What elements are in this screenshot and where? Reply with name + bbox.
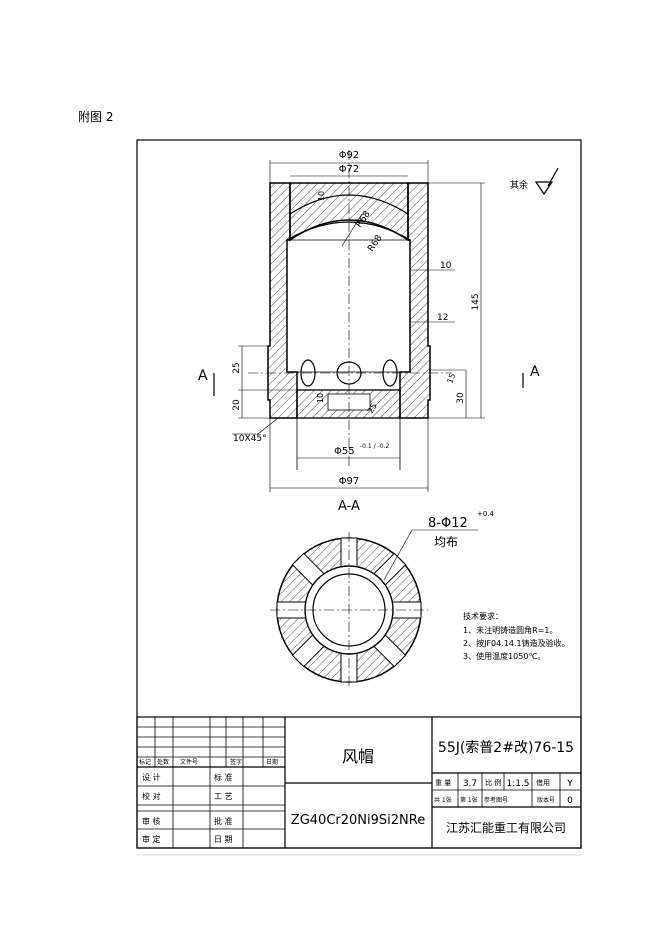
- rev-header-sign: 签字: [230, 758, 242, 766]
- part-name: 风帽: [342, 747, 374, 766]
- dim-145: 145: [471, 293, 481, 310]
- dim-d92: Φ92: [339, 150, 360, 161]
- chamfer-note: 10X45°: [233, 434, 267, 444]
- sign-standard: 标 准: [214, 772, 233, 782]
- dim-30: 30: [456, 392, 466, 404]
- dim-25: 25: [232, 362, 242, 373]
- dim-12: 12: [437, 313, 448, 323]
- sign-ratify: 批 准: [214, 816, 233, 826]
- rev-header-date: 日期: [266, 758, 278, 766]
- weight-value: 3.7: [463, 779, 477, 789]
- borrow-value: Y: [566, 779, 573, 789]
- drawing-number: 55J(索普2#改)76-15: [438, 739, 574, 756]
- dim-10: 10: [440, 261, 452, 271]
- dim-d55: Φ55: [334, 446, 355, 457]
- tech-item-3: 3、使用温度1050℃。: [463, 651, 545, 661]
- sign-review: 审 核: [142, 816, 161, 826]
- section-aa-view: A-A 8-Φ12 +0.4 均布: [270, 499, 495, 688]
- dim-20: 20: [232, 399, 242, 411]
- scale-value: 1:1.5: [506, 779, 529, 789]
- rev-header-doc: 文件号: [180, 758, 198, 766]
- ref-drawing-label: 参考图号: [484, 796, 508, 804]
- rev-header-count: 处数: [157, 758, 169, 766]
- surface-note: 其余: [510, 179, 528, 191]
- title-block: 标记 处数 文件号 签字 日期 设 计 校 对 审 核 审 定 标 准 工 艺 …: [136, 716, 582, 849]
- tech-item-2: 2、按JF04.14.1铸造及验收。: [463, 638, 570, 648]
- tech-requirements: 技术要求： 1、未注明铸造圆角R=1。 2、按JF04.14.1铸造及验收。 3…: [463, 611, 570, 661]
- sign-date: 日 期: [214, 835, 233, 844]
- roughness-symbol: [534, 167, 559, 196]
- weight-label: 重 量: [435, 779, 451, 787]
- version-label: 版本号: [537, 796, 555, 804]
- section-mark-left: A: [198, 368, 208, 384]
- sign-approve: 审 定: [142, 834, 161, 844]
- holes-spec: 8-Φ12: [428, 516, 468, 531]
- front-section-view: Φ92 Φ72 10 R68 R68 145 10 12 15 30 25 20…: [198, 150, 559, 492]
- dim-d55-tolerance: -0.1 / -0.2: [360, 443, 389, 450]
- tech-title: 技术要求：: [463, 611, 503, 621]
- holes-note: 均布: [434, 535, 458, 549]
- sheet-number: 第 1张: [460, 796, 478, 804]
- dim-top-10: 10: [317, 191, 326, 201]
- section-mark-right: A: [530, 364, 540, 380]
- rev-header-mark: 标记: [139, 758, 151, 766]
- sheets-total: 共 1张: [434, 796, 452, 804]
- dim-d72: Φ72: [339, 164, 360, 175]
- version-value: 0: [567, 796, 573, 806]
- dim-r68-b: R68: [366, 233, 385, 253]
- sign-process: 工 艺: [214, 792, 233, 801]
- borrow-label: 借用: [536, 778, 550, 787]
- dim-bottom-25: 25: [366, 402, 379, 415]
- dim-15: 15: [445, 372, 457, 385]
- dim-bottom-10: 10: [316, 393, 325, 403]
- tech-item-1: 1、未注明铸造圆角R=1。: [463, 625, 557, 635]
- sign-design: 设 计: [142, 772, 161, 782]
- sign-check: 校 对: [142, 791, 161, 801]
- material: ZG40Cr20Ni9Si2NRe: [291, 813, 425, 828]
- section-title: A-A: [338, 499, 360, 514]
- page-caption: 附图 2: [78, 110, 114, 124]
- company-name: 江苏汇能重工有限公司: [446, 821, 566, 835]
- dim-d97: Φ97: [339, 476, 360, 487]
- holes-tolerance: +0.4: [477, 510, 495, 518]
- scale-label: 比 例: [485, 778, 501, 787]
